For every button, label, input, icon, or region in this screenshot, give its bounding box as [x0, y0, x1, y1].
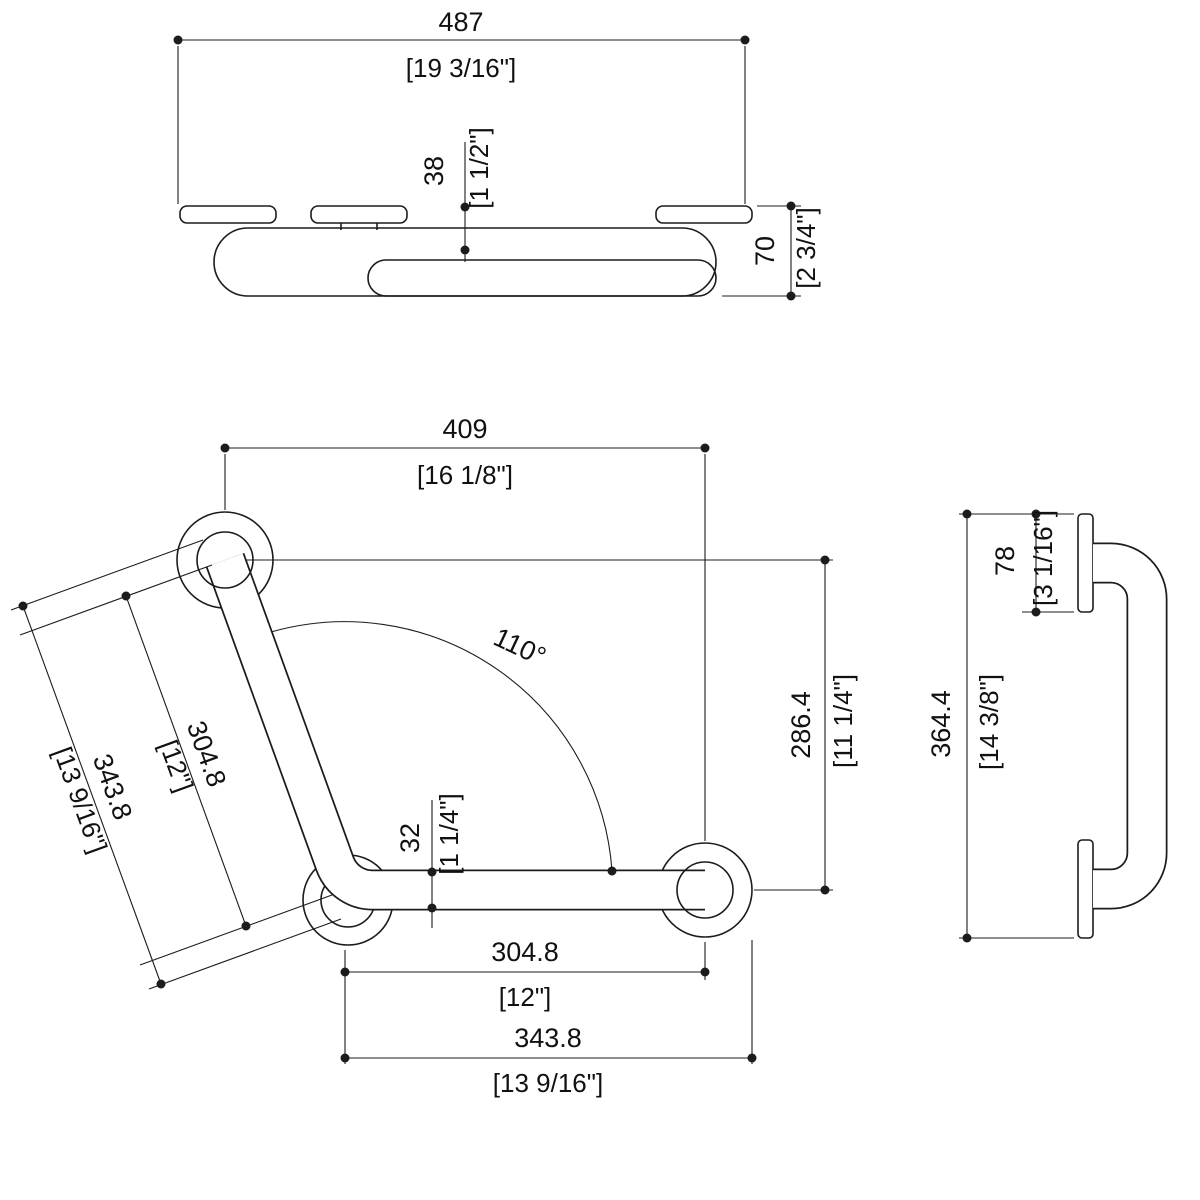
dim-bottom-inner-304: 304.8 [12"] — [340, 937, 710, 1064]
dim-value-mm: 70 — [750, 236, 780, 266]
dim-flange-height-78: 78 [3 1/16"] — [990, 509, 1074, 617]
dim-value-inch: [1 1/4"] — [434, 793, 464, 875]
dim-endpoint — [700, 443, 710, 453]
dim-value-inch: [11 1/4"] — [828, 674, 858, 768]
dim-value-mm: 343.8 — [514, 1023, 582, 1053]
extension-line — [19, 564, 213, 636]
dim-value-mm: 409 — [442, 414, 487, 444]
flange-right-collar — [676, 861, 734, 919]
dim-endpoint — [962, 933, 972, 943]
extension-line — [10, 539, 204, 611]
dim-endpoint — [820, 555, 830, 565]
dim-value-inch: [16 1/8"] — [417, 460, 513, 490]
dim-value-mm: 487 — [438, 7, 483, 37]
dim-endpoint — [241, 921, 251, 931]
dim-span-409: 409 [16 1/8"] — [220, 414, 710, 841]
dim-endpoint — [747, 1053, 757, 1063]
dim-endpoint — [156, 979, 166, 989]
dim-endpoint — [786, 291, 796, 301]
wall-flange-bottom — [1077, 839, 1094, 939]
dim-bottom-outer-343: 343.8 [13 9/16"] — [340, 940, 757, 1098]
flange-plate-middle — [310, 205, 408, 224]
tube-body-front — [207, 553, 705, 909]
dim-line — [22, 605, 162, 985]
dim-endpoint — [340, 1053, 350, 1063]
dim-endpoint — [700, 967, 710, 977]
top-view: 487 [19 3/16"] 38 [1 1/2"] 70 [2 3/4"] — [173, 7, 821, 301]
dim-value-mm: 78 — [990, 546, 1020, 576]
dim-endpoint — [18, 601, 28, 611]
dim-endpoint — [220, 443, 230, 453]
dim-value-inch: [14 3/8"] — [974, 674, 1004, 770]
tube-inner-top-view — [367, 259, 717, 297]
dim-endpoint — [740, 35, 750, 45]
grab-bar-side-view — [1077, 513, 1168, 939]
dim-value-inch: [19 3/16"] — [406, 53, 516, 83]
dim-value-mm: 364.4 — [926, 690, 956, 758]
dim-endpoint — [427, 867, 437, 877]
dim-value-inch: [3 1/16"] — [1028, 510, 1058, 606]
dim-endpoint — [820, 885, 830, 895]
tube-body-side — [1092, 544, 1166, 908]
dim-vertical-span-286: 286.4 [11 1/4"] — [245, 555, 858, 895]
dim-endpoint — [121, 591, 131, 601]
front-view: 409 [16 1/8"] 286.4 [11 1/4"] 110° 304.8… — [10, 414, 858, 1098]
grab-bar-front-view — [176, 511, 753, 946]
dim-endpoint — [173, 35, 183, 45]
flange-plate-left — [179, 205, 277, 224]
side-view: 78 [3 1/16"] 364.4 [14 3/8"] — [926, 509, 1168, 943]
dim-value-mm: 304.8 — [491, 937, 559, 967]
extension-line — [139, 894, 333, 966]
flange-plate-right — [655, 205, 753, 224]
dim-endpoint — [460, 245, 470, 255]
dim-depth-70: 70 [2 3/4"] — [722, 201, 821, 301]
dim-endpoint — [427, 903, 437, 913]
dim-value-inch: [2 3/4"] — [791, 207, 821, 289]
dim-endpoint — [1031, 607, 1041, 617]
dim-overall-height-364: 364.4 [14 3/8"] — [926, 509, 1074, 943]
dim-value-mm: 38 — [419, 156, 449, 186]
dim-endpoint — [607, 866, 617, 876]
dim-endpoint — [962, 509, 972, 519]
dim-value-inch: [13 9/16"] — [493, 1068, 603, 1098]
angle-arc — [270, 621, 613, 872]
dim-center-offset-38: 38 [1 1/2"] — [419, 127, 494, 262]
dim-line — [125, 595, 247, 927]
angle-value: 110° — [489, 622, 550, 672]
dim-endpoint — [460, 202, 470, 212]
dim-value-mm: 32 — [395, 823, 425, 853]
dim-value-mm: 286.4 — [786, 691, 816, 759]
wall-flange-top — [1077, 513, 1094, 613]
dim-value-inch: [1 1/2"] — [464, 127, 494, 209]
dim-endpoint — [340, 967, 350, 977]
extension-line — [148, 918, 342, 990]
dim-endpoint — [786, 201, 796, 211]
dim-overall-width-487: 487 [19 3/16"] — [173, 7, 750, 204]
dim-tube-diameter-32: 32 [1 1/4"] — [395, 793, 464, 928]
dim-value-inch: [12"] — [499, 982, 552, 1012]
